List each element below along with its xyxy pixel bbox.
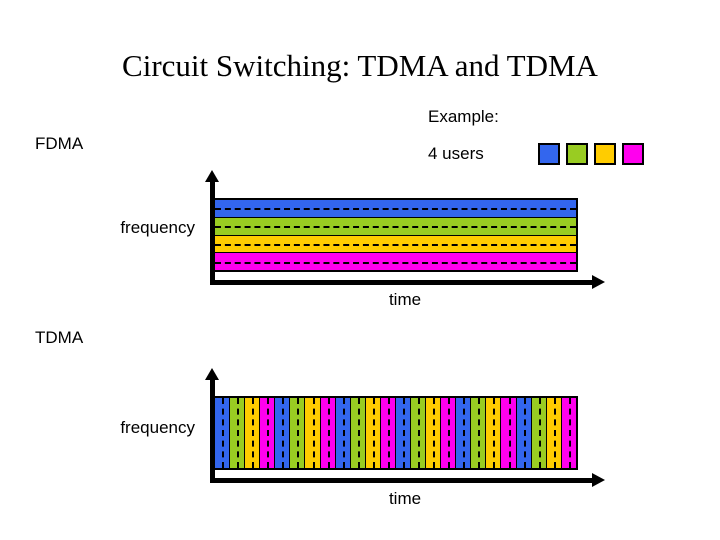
tdma-y-axis-arrow-icon: [205, 368, 219, 380]
legend-caption-example: Example:: [428, 107, 499, 126]
tdma-time-slot: [441, 398, 457, 468]
tdma-x-axis-label: time: [388, 489, 422, 508]
tdma-x-axis-arrow-icon: [592, 473, 605, 487]
fdma-plot-area: [213, 198, 578, 272]
tdma-time-slot: [305, 398, 321, 468]
fdma-frequency-band: [215, 235, 576, 254]
tdma-time-slot: [516, 398, 532, 468]
tdma-time-slot: [456, 398, 472, 468]
tdma-time-slot: [335, 398, 351, 468]
tdma-time-slot: [411, 398, 427, 468]
tdma-time-slot: [395, 398, 412, 468]
page-title: Circuit Switching: TDMA and TDMA: [122, 48, 598, 83]
tdma-time-slot: [426, 398, 442, 468]
fdma-y-axis-arrow-icon: [205, 170, 219, 182]
tdma-time-slot: [561, 398, 576, 468]
fdma-x-axis-label: time: [388, 290, 422, 309]
tdma-time-slot: [380, 398, 396, 468]
fdma-x-axis: [210, 280, 595, 285]
tdma-time-slot: [275, 398, 291, 468]
fdma-x-axis-arrow-icon: [592, 275, 605, 289]
tdma-time-slot: [320, 398, 336, 468]
fdma-frequency-band: [215, 200, 576, 218]
legend-swatches: [538, 143, 644, 165]
tdma-time-slot: [486, 398, 502, 468]
tdma-time-slot: [350, 398, 366, 468]
legend-swatch-user-4: [622, 143, 644, 165]
tdma-y-axis-label: frequency: [120, 418, 195, 437]
tdma-y-axis: [210, 378, 215, 483]
tdma-time-slot: [230, 398, 246, 468]
tdma-time-slot: [290, 398, 306, 468]
tdma-chart: [0, 368, 720, 488]
fdma-chart: [0, 170, 720, 290]
tdma-time-slot: [245, 398, 261, 468]
fdma-section-label: FDMA: [35, 134, 84, 153]
tdma-time-slot: [546, 398, 562, 468]
tdma-time-slot: [531, 398, 547, 468]
fdma-y-axis: [210, 180, 215, 285]
fdma-y-axis-label: frequency: [120, 218, 195, 237]
tdma-time-slot: [501, 398, 517, 468]
legend-swatch-user-3: [594, 143, 616, 165]
legend-caption-user-count: 4 users: [428, 144, 484, 163]
fdma-frequency-band: [215, 217, 576, 236]
tdma-time-slot: [215, 398, 231, 468]
legend-swatch-user-1: [538, 143, 560, 165]
tdma-x-axis: [210, 478, 595, 483]
tdma-plot-area: [213, 396, 578, 470]
tdma-time-slot: [260, 398, 276, 468]
fdma-frequency-band: [215, 253, 576, 270]
tdma-time-slot: [471, 398, 487, 468]
tdma-section-label: TDMA: [35, 328, 84, 347]
legend-swatch-user-2: [566, 143, 588, 165]
tdma-time-slot: [365, 398, 381, 468]
